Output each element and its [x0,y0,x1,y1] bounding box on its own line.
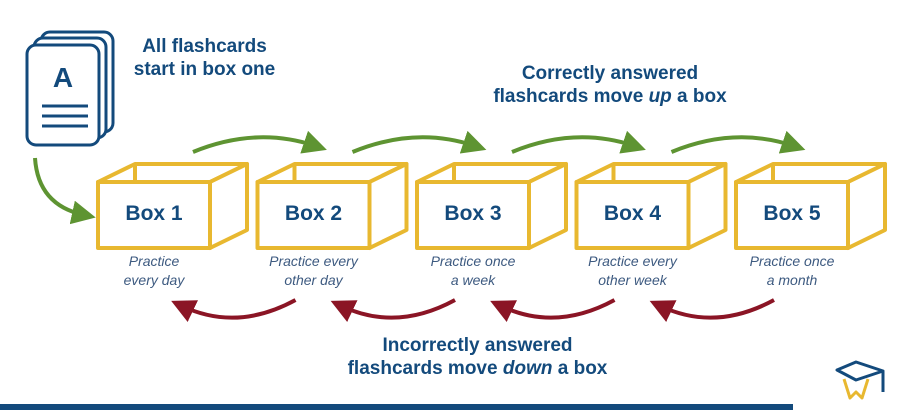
box-5-shape [734,162,887,250]
footer-divider [0,404,793,410]
frequency-line: a week [450,272,496,288]
frequency-line: Practice every [269,253,358,269]
up-heading-text: flashcards move [493,86,649,107]
box-front-face [255,180,372,250]
frequency-line: Practice [128,253,180,269]
frequency-line: every day [123,272,185,288]
move-down-arrow [171,298,297,322]
up-heading-line2: flashcards move up a box [470,85,750,108]
down-heading: Incorrectly answered flashcards move dow… [320,334,635,380]
move-up-arrow [192,130,327,154]
move-up-arrow [670,130,806,154]
up-heading-line1: Correctly answered [521,63,699,84]
box-2-label: Box 2 [284,202,343,225]
card-letter: A [52,62,74,93]
down-heading-line1: Incorrectly answered [382,335,573,356]
frequency-line: other week [598,272,667,288]
up-heading-emphasis: up [648,86,672,107]
box-3-shape [415,162,568,250]
box-1-shape [96,162,249,250]
box-2-frequency: Practice every other day [249,252,379,290]
box-front-face [734,180,850,250]
move-down-arrow [330,298,456,322]
box-4-label: Box 4 [603,202,662,225]
up-heading: Correctly answered flashcards move up a … [470,62,750,108]
box-2-shape [255,162,409,250]
intro-heading-line1: All flashcards [142,36,267,57]
frequency-line: Practice every [588,253,677,269]
box-4-frequency: Practice every other week [568,252,698,290]
entry-arrow [33,157,96,225]
move-up-arrow [351,130,487,154]
box-5-frequency: Practice once a month [727,252,857,290]
box-front-face [96,180,212,250]
move-down-arrow [490,298,616,322]
frequency-line: Practice once [749,253,835,269]
frequency-line: a month [766,272,818,288]
down-heading-emphasis: down [502,358,553,379]
down-heading-text-end: a box [552,358,608,379]
intro-heading-line2: start in box one [133,59,276,80]
box-1-label: Box 1 [125,202,183,225]
box-4-shape [574,162,728,250]
down-heading-text: flashcards move [347,358,503,379]
intro-heading: All flashcards start in box one [112,35,297,81]
box-3-label: Box 3 [444,202,502,225]
move-up-arrow [511,130,646,154]
box-3-frequency: Practice once a week [408,252,538,290]
down-heading-line2: flashcards move down a box [320,357,635,380]
move-down-arrow [649,298,775,322]
box-1-frequency: Practice every day [89,252,219,290]
frequency-line: Practice once [430,253,516,269]
up-heading-text-end: a box [671,86,727,107]
box-5-label: Box 5 [763,202,821,225]
box-front-face [574,180,691,250]
frequency-line: other day [284,272,343,288]
box-front-face [415,180,531,250]
